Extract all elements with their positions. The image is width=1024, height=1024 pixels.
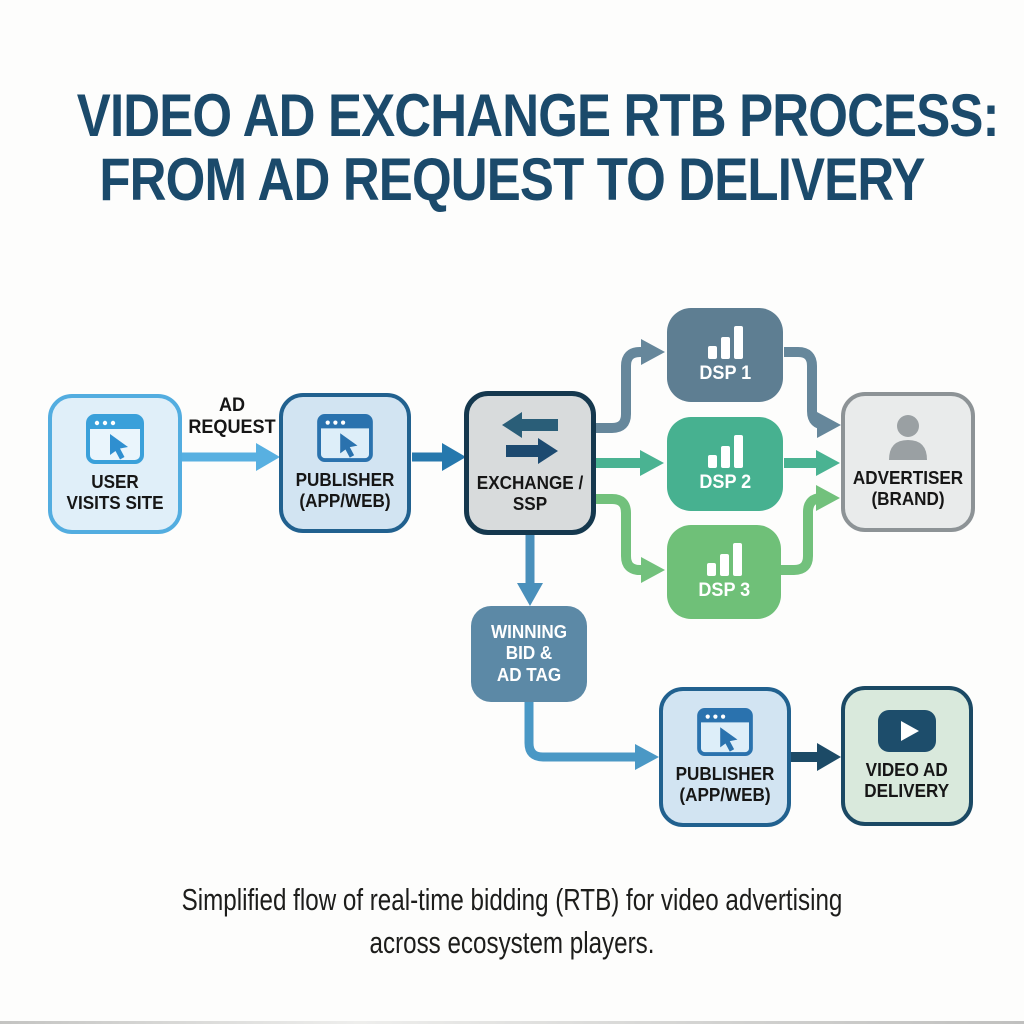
node-label: DSP 3: [698, 579, 750, 601]
node-label: AD TAG: [496, 664, 562, 685]
node-label: (APP/WEB): [299, 491, 391, 511]
node-label: (BRAND): [871, 489, 945, 509]
node-label: ADVERTISER: [852, 467, 964, 488]
arrow-dsp1-to-advertiser: [784, 347, 841, 438]
node-label: PUBLISHER: [675, 763, 775, 784]
browser-cursor-icon: [317, 413, 373, 462]
arrow-dsp2-to-advertiser: [784, 450, 840, 476]
bottom-edge-artifact: [0, 1021, 1024, 1024]
arrow-exchange-to-dsp3: [596, 494, 665, 583]
arrow-dsp3-to-advertiser: [780, 485, 840, 575]
node-exchange-ssp: EXCHANGE / SSP: [464, 391, 596, 535]
browser-cursor-icon: [86, 413, 144, 464]
node-publisher-app-web-delivery: PUBLISHER (APP/WEB): [659, 687, 791, 827]
node-advertiser-brand: ADVERTISER (BRAND): [841, 392, 975, 532]
node-publisher-app-web: PUBLISHER (APP/WEB): [279, 393, 411, 533]
node-label: DSP 2: [699, 471, 751, 493]
ad-request-label: AD REQUEST: [183, 395, 282, 439]
arrow-publisher-to-exchange: [412, 443, 466, 471]
arrow-user-to-publisher: [182, 443, 280, 471]
node-label: EXCHANGE /: [476, 472, 584, 493]
bar-chart-icon: [707, 325, 743, 359]
person-icon: [889, 414, 927, 460]
page-title: VIDEO AD EXCHANGE RTB PROCESS: FROM AD R…: [76, 82, 1000, 214]
node-dsp-1: DSP 1: [667, 308, 783, 402]
node-label: SSP: [512, 494, 548, 514]
arrow-exchange-to-winning-bid: [517, 535, 543, 606]
video-play-icon: [878, 709, 936, 752]
page-title-line2: FROM AD REQUEST TO DELIVERY: [99, 146, 925, 214]
node-label: (APP/WEB): [679, 785, 771, 805]
node-label: WINNING: [491, 622, 567, 643]
node-video-ad-delivery: VIDEO AD DELIVERY: [841, 686, 973, 826]
arrow-exchange-to-dsp2: [596, 450, 664, 476]
node-winning-bid-ad-tag: WINNING BID & AD TAG: [471, 606, 587, 702]
arrow-winning-bid-to-publisher: [524, 702, 659, 770]
caption-line1: Simplified flow of real-time bidding (RT…: [181, 882, 843, 917]
node-label: VIDEO AD: [865, 759, 948, 780]
node-user-visits-site: USER VISITS SITE: [48, 394, 182, 534]
node-label: PUBLISHER: [295, 469, 395, 490]
bar-chart-icon: [707, 434, 743, 468]
arrow-publisher-to-video-delivery: [791, 743, 841, 771]
node-label: DELIVERY: [864, 781, 950, 801]
node-label: USER: [91, 471, 139, 492]
node-dsp-3: DSP 3: [667, 525, 781, 619]
bar-chart-icon: [706, 542, 742, 576]
node-dsp-2: DSP 2: [667, 417, 783, 511]
arrow-exchange-to-dsp1: [596, 339, 665, 433]
ad-request-line1: AD: [218, 395, 246, 416]
caption: Simplified flow of real-time bidding (RT…: [113, 879, 912, 965]
caption-line2: across ecosystem players.: [369, 924, 655, 960]
ad-request-line2: REQUEST: [188, 416, 276, 438]
node-label: BID &: [505, 643, 553, 664]
node-label: VISITS SITE: [66, 493, 164, 513]
swap-arrows-icon: [502, 411, 558, 464]
node-label: DSP 1: [699, 362, 751, 384]
page-title-line1: VIDEO AD EXCHANGE RTB PROCESS:: [76, 82, 1000, 149]
browser-cursor-icon: [697, 707, 753, 756]
